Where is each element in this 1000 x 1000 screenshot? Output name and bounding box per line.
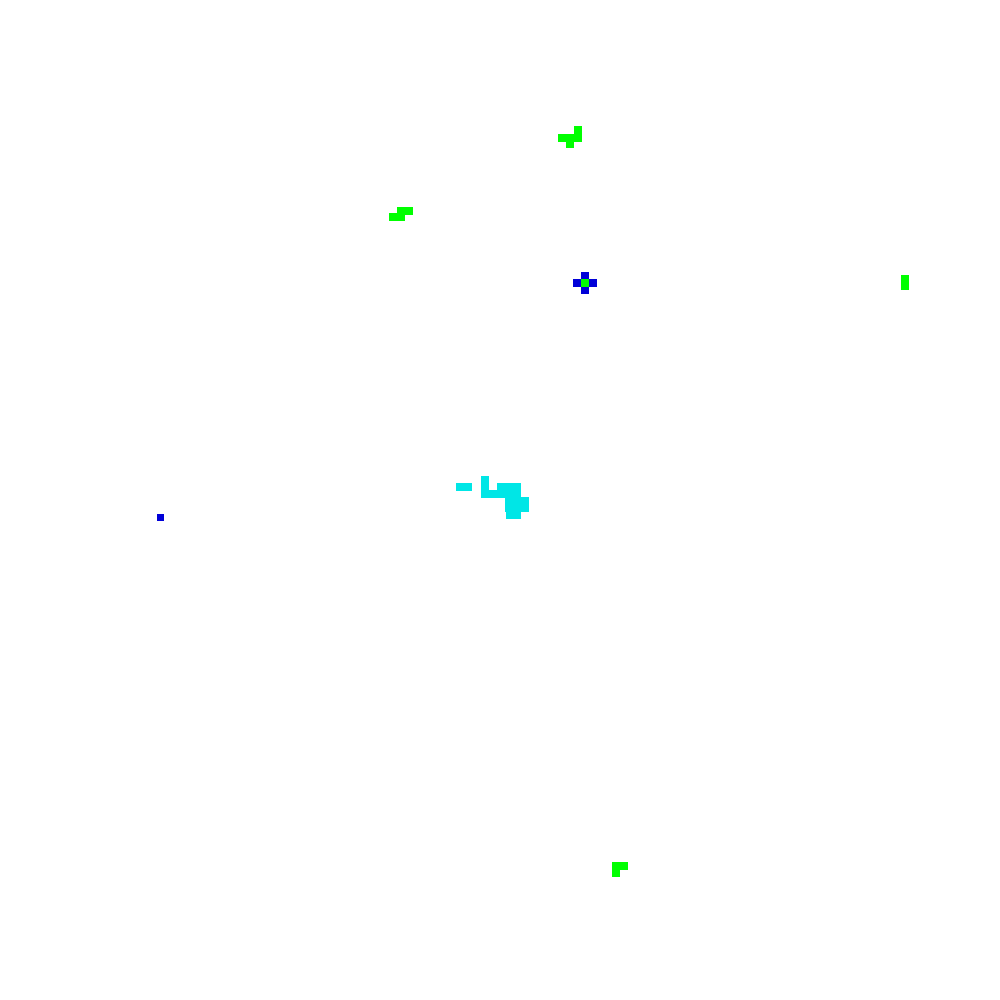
- cyan-blob-pixel: [506, 511, 514, 519]
- cyan-blob-pixel: [497, 490, 505, 498]
- green-cluster-bottom-pixel: [612, 862, 620, 870]
- player-marker-center: [581, 279, 589, 287]
- cyan-blob-pixel: [489, 490, 497, 498]
- cyan-blob-pixel: [513, 511, 521, 519]
- player-marker-cross-pixel: [589, 279, 597, 287]
- green-cluster-top-pixel: [558, 134, 566, 142]
- blue-dot-left-pixel: [157, 514, 164, 521]
- cyan-blob-pixel: [481, 490, 489, 498]
- cyan-blob-pixel: [513, 483, 521, 491]
- cyan-blob-pixel: [513, 490, 521, 498]
- player-marker-cross-pixel: [581, 272, 589, 280]
- green-cluster-top-pixel: [566, 140, 574, 148]
- green-cluster-right-edge-pixel: [901, 275, 909, 283]
- cyan-blob-pixel: [456, 483, 464, 491]
- green-cluster-upper-left-pixel: [405, 207, 413, 215]
- green-cluster-bottom-pixel: [612, 869, 620, 877]
- cyan-blob-pixel: [464, 483, 472, 491]
- cyan-blob-pixel: [521, 497, 529, 505]
- cyan-blob-pixel: [497, 483, 505, 491]
- green-cluster-upper-left-pixel: [389, 213, 397, 221]
- cyan-blob-pixel: [513, 497, 521, 505]
- cyan-blob-pixel: [505, 504, 513, 512]
- cyan-blob-pixel: [521, 504, 529, 512]
- green-cluster-upper-left-pixel: [397, 207, 405, 215]
- cyan-blob-pixel: [481, 476, 489, 484]
- green-cluster-bottom-pixel: [620, 862, 628, 870]
- cyan-blob-pixel: [505, 497, 513, 505]
- green-cluster-right-edge-pixel: [901, 282, 909, 290]
- player-marker-cross-pixel: [581, 286, 589, 294]
- player-marker-cross-pixel: [573, 279, 581, 287]
- green-cluster-top-pixel: [574, 134, 582, 142]
- cyan-blob-pixel: [505, 483, 513, 491]
- cyan-blob-pixel: [505, 490, 513, 498]
- green-cluster-upper-left-pixel: [397, 213, 405, 221]
- cyan-blob-pixel: [481, 483, 489, 491]
- cyan-blob-pixel: [513, 504, 521, 512]
- green-cluster-top-pixel: [574, 126, 582, 134]
- green-cluster-top-pixel: [566, 134, 574, 142]
